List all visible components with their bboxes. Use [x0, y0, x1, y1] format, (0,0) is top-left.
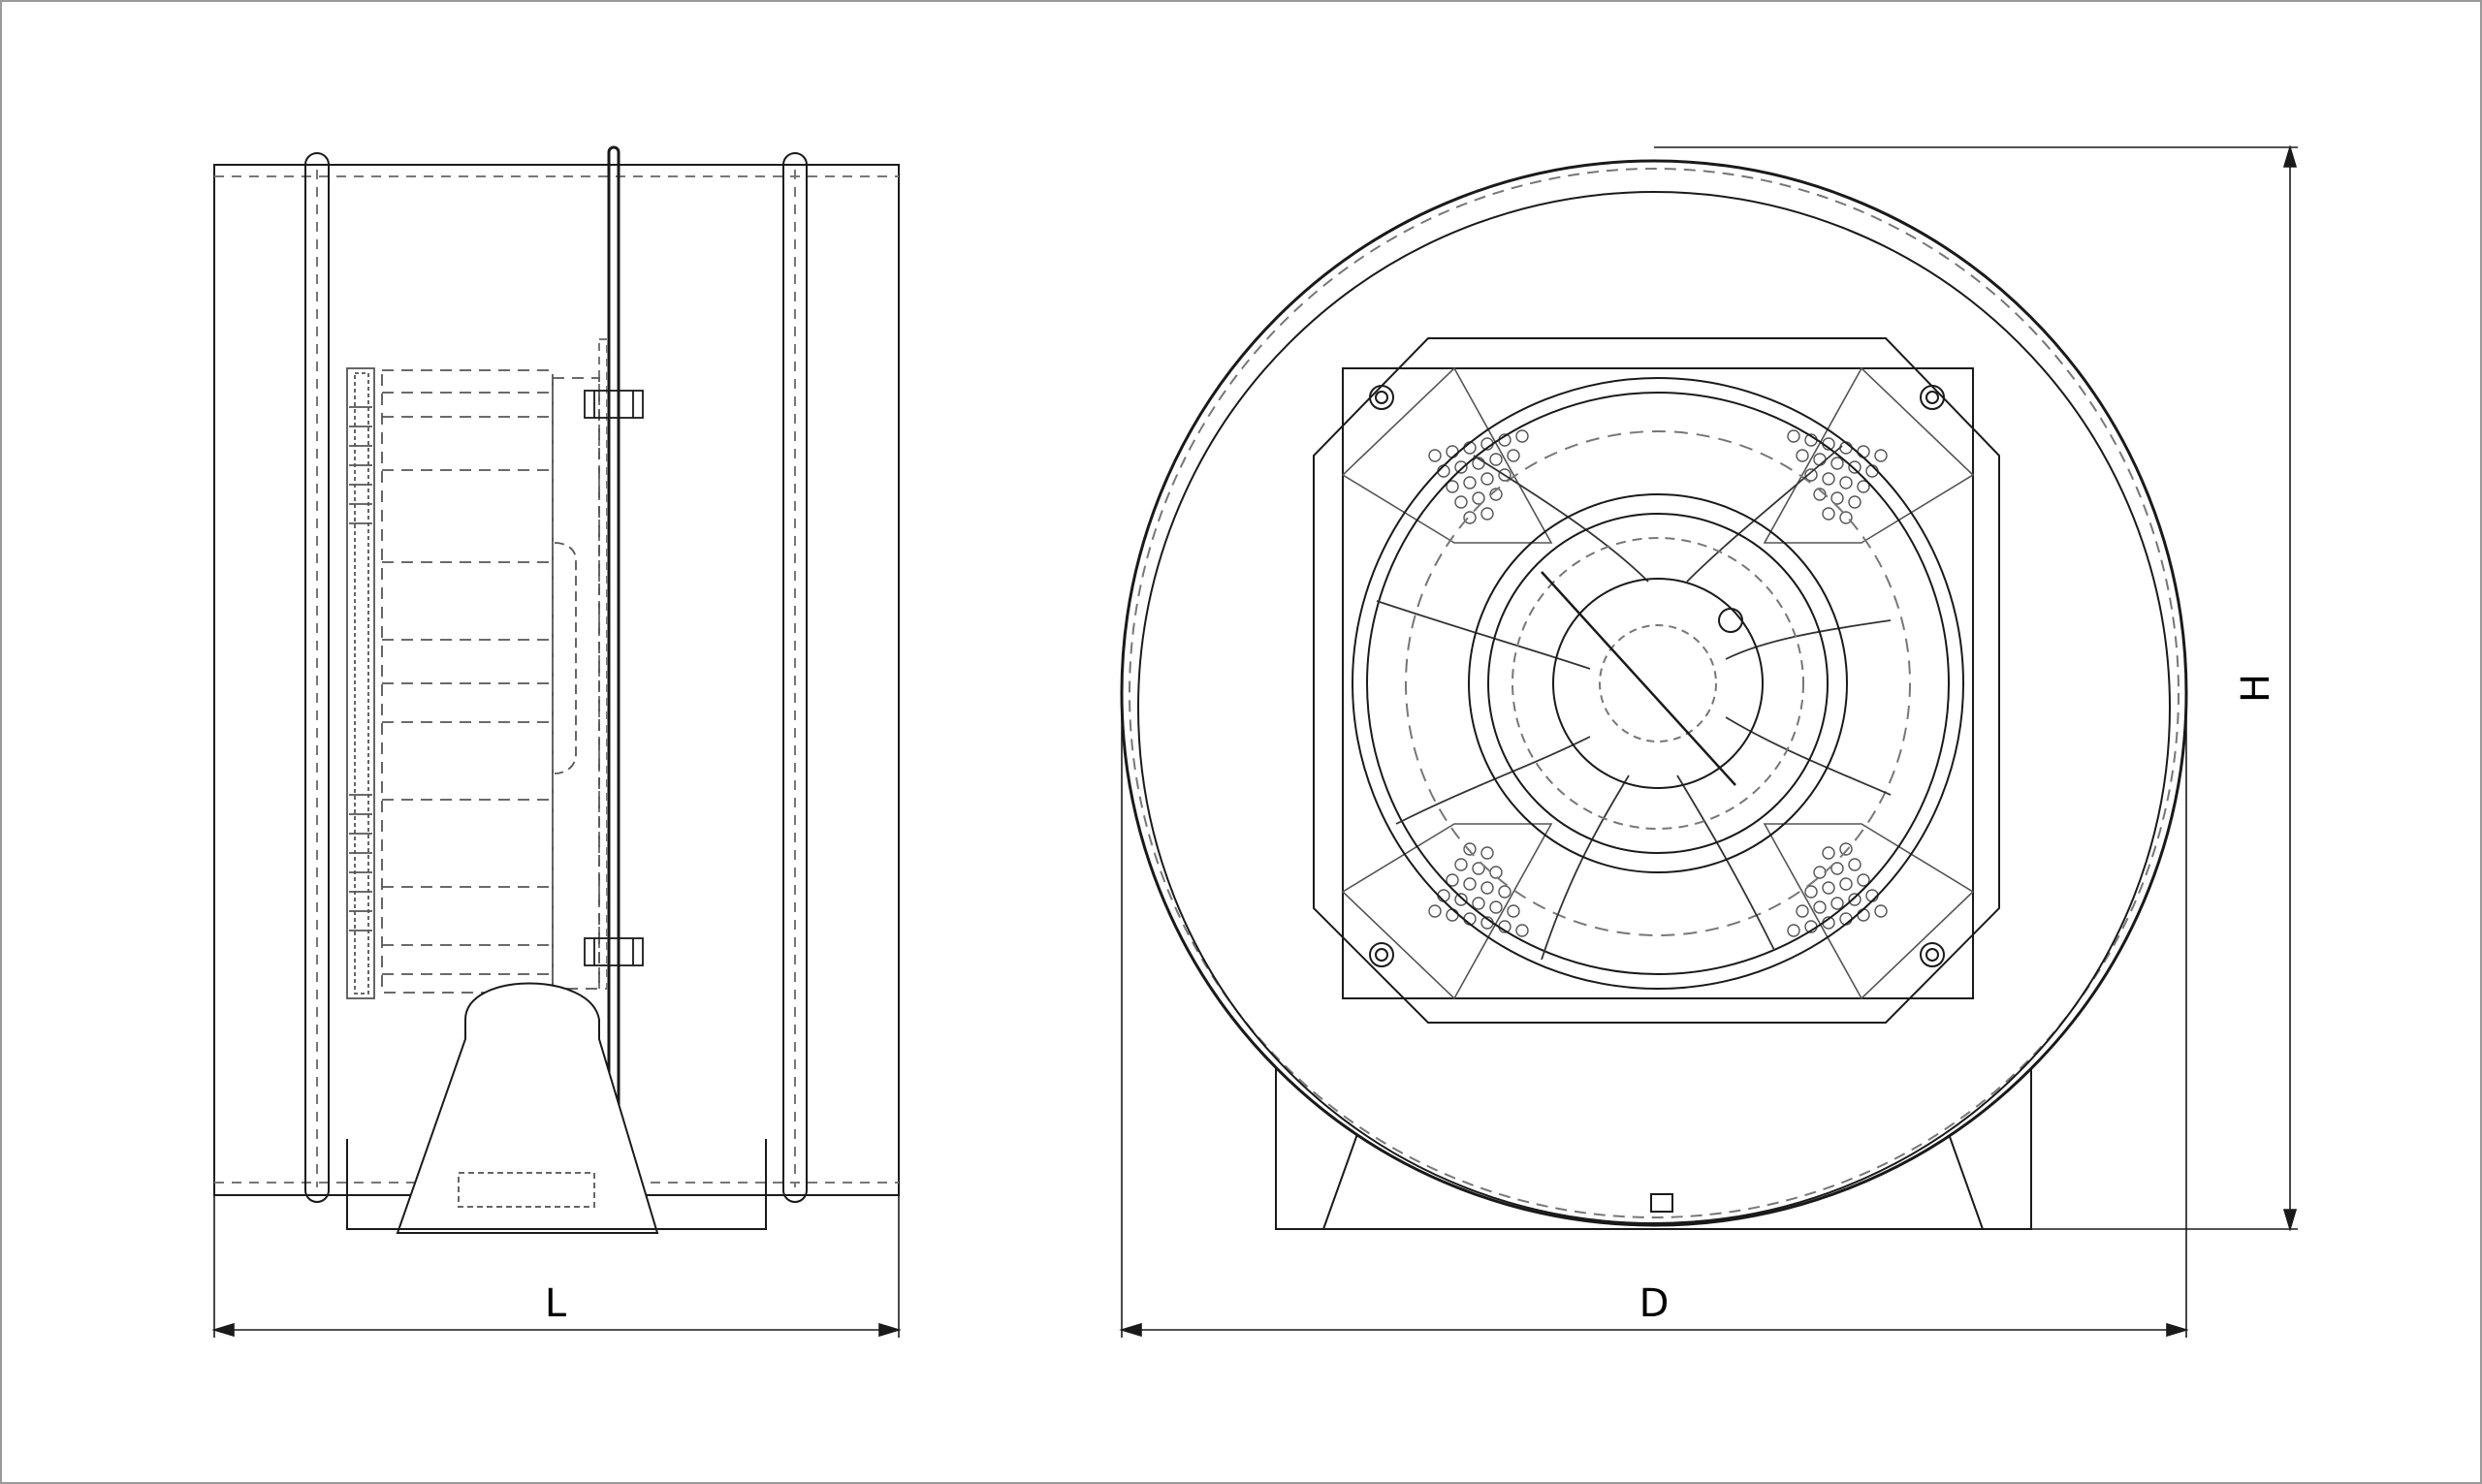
drain-tab — [1650, 1193, 1673, 1213]
grille-hole — [1822, 846, 1835, 860]
grille-hole — [1507, 449, 1520, 462]
grille-hole — [1822, 507, 1835, 521]
grille-hole — [1428, 449, 1442, 462]
grille-hole — [1839, 476, 1853, 489]
grille-hole — [1848, 858, 1862, 871]
grille-hole — [1830, 862, 1844, 875]
grille-hole — [1804, 885, 1818, 899]
dimension-length-label: L — [545, 1281, 567, 1326]
grille-hole — [1454, 893, 1468, 906]
dimension-length — [211, 1195, 902, 1338]
grille-hole — [1874, 449, 1888, 462]
right-clamp-ring — [782, 152, 808, 1203]
grille-hole — [1446, 873, 1459, 887]
nameplate — [458, 1172, 595, 1208]
grille-hole — [1480, 507, 1494, 521]
bottom-bolt — [584, 937, 644, 966]
grille-hole — [1857, 873, 1870, 887]
side-view — [211, 145, 902, 1338]
grille-hole — [1822, 881, 1835, 895]
grille-hole — [1428, 904, 1442, 918]
motor-cable — [1541, 571, 1736, 786]
grille-hole — [1454, 858, 1468, 871]
grille-hole — [1830, 457, 1844, 470]
inlet-plate — [1313, 337, 2000, 1024]
grille-hole — [1489, 866, 1503, 879]
grille-hole — [1472, 457, 1485, 470]
grille-hole — [1480, 846, 1494, 860]
grille-hole — [1515, 924, 1529, 937]
grille-hole — [1787, 429, 1800, 443]
support-stand — [346, 982, 767, 1234]
grille-hole — [1480, 472, 1494, 486]
fan-frame — [1342, 367, 1974, 999]
mounting-screws — [1369, 385, 1945, 967]
grille-hole — [1454, 495, 1468, 509]
grille-hole — [1830, 491, 1844, 505]
grille-hole — [1480, 881, 1494, 895]
grille-hole — [1472, 491, 1485, 505]
grille-hole — [1463, 842, 1477, 856]
grille-hole — [1498, 885, 1511, 899]
grille-hole — [1839, 511, 1853, 524]
impeller-ring — [1352, 377, 1964, 990]
grille-hole — [1813, 900, 1827, 914]
grille-hole — [1839, 877, 1853, 891]
dimension-height-label: H — [2234, 674, 2278, 703]
grille-hole — [1463, 511, 1477, 524]
grille-hole — [1839, 842, 1853, 856]
grille-hole — [1830, 897, 1844, 910]
grille-hole — [1857, 480, 1870, 493]
motor-assembly — [346, 367, 600, 999]
grille-hole — [1874, 904, 1888, 918]
grille-hole — [1472, 897, 1485, 910]
grille-hole — [1446, 480, 1459, 493]
housing-inner-ring — [1137, 191, 2171, 1224]
dimension-diameter-label: D — [1639, 1281, 1670, 1326]
grille-hole — [1472, 862, 1485, 875]
grille-hole — [1463, 476, 1477, 489]
grille-hole — [1515, 429, 1529, 443]
grille-hole — [1498, 468, 1511, 482]
grille-hole — [1804, 468, 1818, 482]
motor-hub — [1468, 493, 1848, 873]
grille-hole — [1822, 472, 1835, 486]
front-view — [1119, 144, 2298, 1338]
dimension-height — [1654, 144, 2298, 1232]
grille-hole — [1848, 460, 1862, 474]
top-bolt — [584, 390, 644, 419]
grille-hole — [1489, 900, 1503, 914]
grille-hole — [1463, 877, 1477, 891]
grille-hole — [1787, 924, 1800, 937]
grille-hole — [1454, 460, 1468, 474]
grille-hole — [1507, 904, 1520, 918]
grille-hole — [1848, 495, 1862, 509]
grille-hole — [1489, 453, 1503, 466]
dimension-diameter — [1119, 693, 2189, 1338]
terminal-box — [1718, 608, 1743, 633]
grille-hole — [1796, 904, 1809, 918]
grille-hole — [1796, 449, 1809, 462]
left-clamp-ring — [304, 152, 330, 1203]
grille-hole — [1848, 893, 1862, 906]
